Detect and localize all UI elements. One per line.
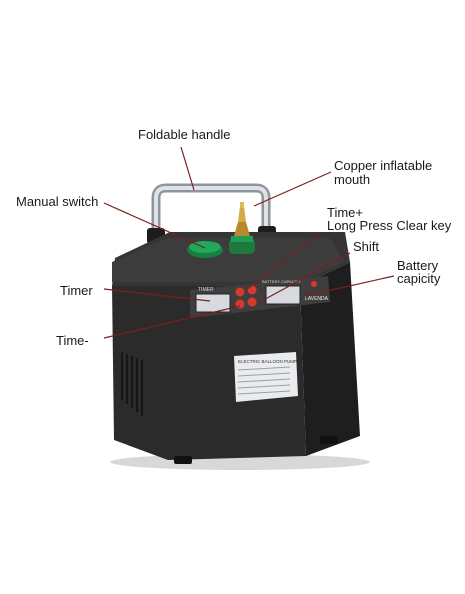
- panel-battery-label: BATTERY CAPACITY: [262, 279, 301, 284]
- callout-time-plus-line1: Time+: [327, 205, 363, 220]
- sticker-title: ELECTRIC BALLOON PUMP: [238, 359, 297, 364]
- callout-copper-mouth-line1: Copper inflatable: [334, 158, 433, 173]
- callout-time-minus: Time-: [56, 333, 89, 348]
- brand-logo: LAVENDA: [305, 296, 329, 302]
- callout-foldable-handle: Foldable handle: [138, 127, 231, 142]
- callout-leader-lines: [103, 146, 395, 339]
- pump-body: [112, 262, 360, 464]
- spec-sticker: [234, 352, 298, 402]
- control-panel: [190, 276, 330, 318]
- callout-copper-mouth-line2: mouth: [334, 172, 371, 187]
- callout-shift: Shift: [353, 239, 380, 254]
- callout-time-plus-line2: Long Press Clear key: [327, 218, 452, 233]
- callout-timer: Timer: [60, 283, 93, 298]
- callout-manual-switch: Manual switch: [16, 194, 99, 209]
- callout-battery-line2: capicity: [397, 271, 441, 286]
- copper-inflatable-mouth: [229, 202, 255, 254]
- callout-battery-line1: Battery: [397, 258, 439, 273]
- panel-timer-label: TIMER: [198, 287, 214, 293]
